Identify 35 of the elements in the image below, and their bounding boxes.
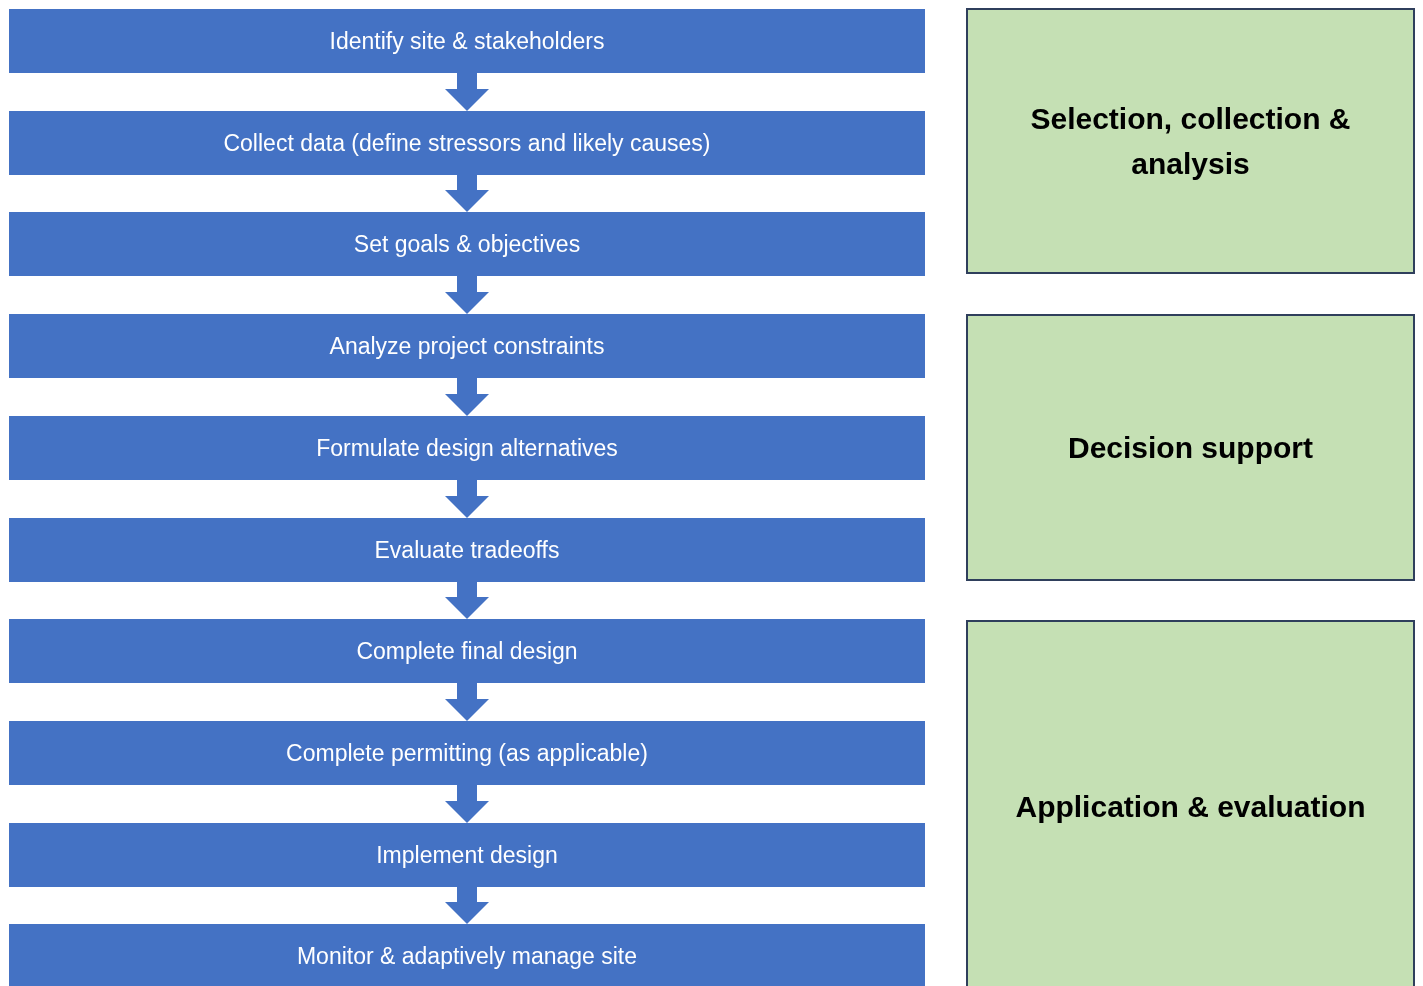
step-label: Evaluate tradeoffs (374, 536, 560, 564)
phase-label: Decision support (1068, 430, 1313, 466)
process-bar (9, 416, 925, 480)
step-label: Identify site & stakeholders (329, 27, 605, 55)
down-arrow (445, 276, 489, 314)
down-arrow (445, 785, 489, 823)
down-arrow (445, 887, 489, 924)
down-arrow (445, 378, 489, 416)
process-bar (9, 924, 925, 986)
step-label: Implement design (376, 841, 558, 869)
phase-box (966, 8, 1415, 274)
down-arrow (445, 582, 489, 619)
down-arrow (445, 480, 489, 518)
step-label: Monitor & adaptively manage site (296, 942, 638, 970)
step-label: Complete permitting (as applicable) (286, 739, 648, 767)
step-label: Complete final design (356, 637, 578, 665)
down-arrow (445, 175, 489, 212)
process-bar (9, 823, 925, 887)
down-arrow (445, 73, 489, 111)
step-label: Formulate design alternatives (316, 434, 618, 462)
phase-label: Application & evaluation (1015, 788, 1366, 825)
phase-label: Selection, collection & analysis (1029, 101, 1352, 182)
process-bar (9, 721, 925, 785)
step-label: Set goals & objectives (353, 230, 581, 258)
process-bar (9, 111, 925, 175)
step-label: Collect data (define stressors and likely causes) (223, 129, 711, 157)
step-label: Analyze project constraints (329, 332, 605, 360)
phase-box (966, 620, 1415, 986)
phase-box (966, 314, 1415, 581)
down-arrow (445, 683, 489, 721)
process-bar (9, 314, 925, 378)
process-bar (9, 518, 925, 582)
process-bar (9, 9, 925, 73)
process-bar (9, 619, 925, 683)
process-bar (9, 212, 925, 276)
